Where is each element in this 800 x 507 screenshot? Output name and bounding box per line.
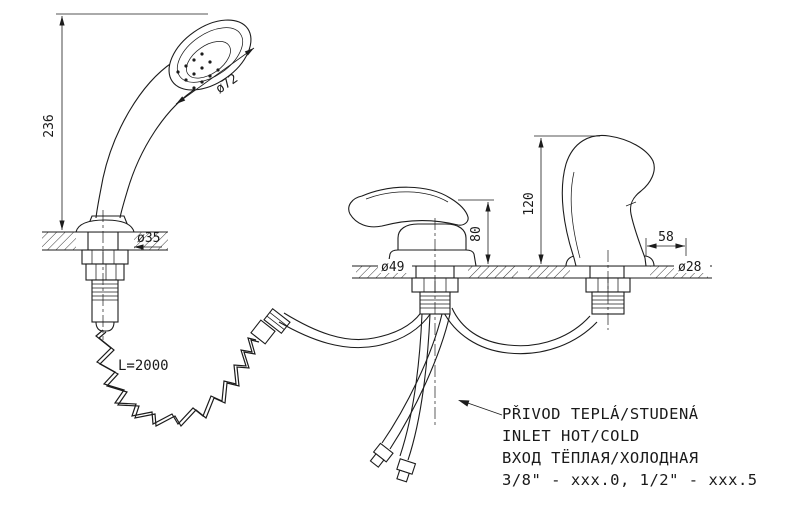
inlet-hose-nut <box>396 458 417 483</box>
handset-shank <box>81 231 129 332</box>
dim-dia35-label: ø35 <box>137 231 160 246</box>
spout-outlet <box>625 201 637 207</box>
dim-dia49-label: ø49 <box>381 260 404 275</box>
escutcheon <box>75 219 135 233</box>
dim-120-label: 120 <box>522 192 537 215</box>
dimension-dia35: ø35 <box>134 231 162 250</box>
deck-section-left <box>42 231 168 251</box>
dimension-236: 236 <box>42 13 208 230</box>
dim-dia28-label: ø28 <box>678 260 701 275</box>
deck-hatch <box>528 266 570 278</box>
connecting-hose-right <box>442 307 598 355</box>
spout <box>561 134 655 267</box>
handle-inner-edge <box>119 87 198 219</box>
lever-detail-line <box>365 191 449 203</box>
deck-hatch <box>42 232 76 250</box>
hose-length-label: L=2000 <box>118 358 169 374</box>
corrugated-hose <box>95 329 260 427</box>
dimension-58: 58 <box>645 230 687 256</box>
handle-outer-edge <box>95 61 174 219</box>
shower-handset <box>75 19 252 233</box>
note-line-czech: PŘIVOD TEPLÁ/STUDENÁ <box>502 404 699 423</box>
dim-80-label: 80 <box>469 226 484 242</box>
dimension-dia28: ø28 <box>674 259 710 275</box>
inlet-hoses <box>369 313 451 483</box>
hose-connector <box>250 307 291 345</box>
dimension-120: 120 <box>522 135 600 264</box>
note-line-thread-sizes: 3/8" - xxx.0, 1/2" - xxx.5 <box>502 471 758 489</box>
mixer-cap <box>397 223 467 251</box>
hose-tail <box>95 321 115 332</box>
spout-body <box>561 134 655 267</box>
dimension-dia49: ø49 <box>378 259 412 275</box>
dim-236-label: 236 <box>42 114 57 137</box>
note-arrow <box>458 400 503 416</box>
mixer-cartridge <box>348 186 477 267</box>
dim-58-label: 58 <box>658 230 674 245</box>
deck-hatch <box>468 266 518 278</box>
note-line-english: INLET HOT/COLD <box>502 427 640 445</box>
connecting-hose-left <box>278 307 432 349</box>
shower-head <box>168 19 252 91</box>
dimension-80: 80 <box>458 199 494 264</box>
spout-shank <box>585 265 631 315</box>
note-line-russian: ВХОД ТЁПЛАЯ/ХОЛОДНАЯ <box>502 448 699 467</box>
mixer-lever <box>348 186 469 228</box>
spout-inner-contour <box>570 171 581 259</box>
notes-text: PŘIVOD TEPLÁ/STUDENÁ INLET HOT/COLD ВХОД… <box>502 404 758 489</box>
inlet-hose-nut <box>369 442 394 468</box>
